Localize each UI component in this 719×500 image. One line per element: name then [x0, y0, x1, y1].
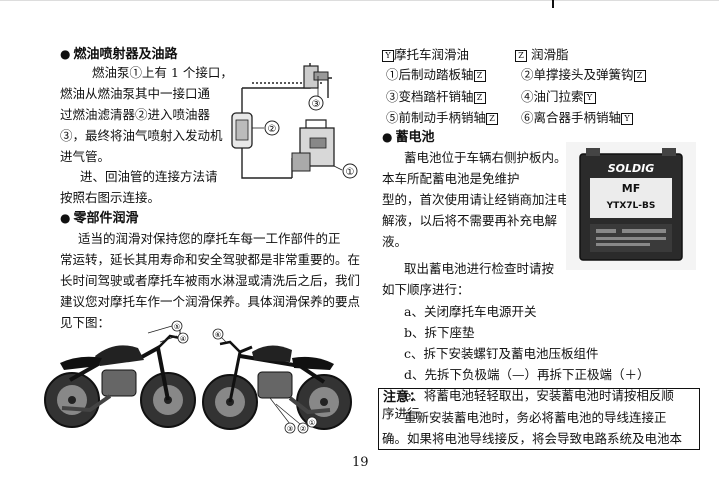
grease-mark-icon: Z — [473, 92, 486, 104]
grease-mark-icon: Z — [486, 113, 499, 125]
oil-mark-icon: Y — [621, 113, 634, 125]
step-e-cont: 序进行 — [382, 406, 420, 421]
battery-line-3: 型的，首次使用请让经销商加注电 — [382, 192, 570, 207]
oil-mark-icon: Y — [583, 92, 596, 104]
callout-3: ③ — [312, 99, 321, 110]
fuel-line-4: ③，最终将油气喷射入发动机 — [60, 128, 223, 143]
battery-icon: SOLDIG MF YTX7L-BS — [579, 148, 683, 261]
grease-mark-icon: Z — [633, 70, 646, 82]
bullet-icon: ● — [60, 47, 71, 61]
battery-line-2: 本车所配蓄电池是免维护 — [382, 171, 520, 186]
grease-mark-icon: Z — [514, 50, 527, 62]
note-title: 注意： — [383, 390, 423, 405]
battery-line-4: 解液，以后将不需要再补充电解 — [382, 213, 558, 228]
lube-line-3: 长时间驾驶或者摩托车被雨水淋湿或清洗后之后，我们 — [60, 273, 361, 288]
lube-line-1: 适当的润滑对保持您的摩托车每一工作部件的正 — [78, 231, 341, 246]
motorcycle-left-view: ⑤ ④ — [44, 320, 196, 428]
note-box — [378, 388, 700, 450]
page-top-edge — [0, 0, 719, 1]
lube-line-4: 建议您对摩托车作一个润滑保养。具体润滑保养的要点 — [60, 294, 361, 309]
corner-mark — [552, 0, 554, 8]
step-c: c、拆下安装螺钉及蓄电池压板组件 — [404, 346, 599, 361]
fuel-line-1: 燃油泵①上有 1 个接口， — [92, 65, 233, 80]
oil-mark-icon: Y — [382, 50, 394, 62]
battery-line-1: 蓄电池位于车辆右侧护板内。 — [404, 150, 567, 165]
moto-callout-2: ② — [300, 425, 306, 433]
fuel-pump-icon — [291, 119, 335, 172]
legend-oil: 摩托车润滑油 — [394, 47, 470, 62]
bullet-icon: ● — [60, 211, 71, 225]
battery-line-7: 如下顺序进行： — [382, 282, 470, 297]
step-e: e、将蓄电池轻轻取出，安装蓄电池时请按相反顺 — [404, 388, 674, 403]
moto-callout-4: ④ — [180, 335, 186, 343]
note-line-2: 确。如果将电池导线接反，将会导致电路系统及电池本 — [382, 431, 683, 446]
battery-heading: ●蓄电池 — [382, 130, 435, 145]
grease-mark-icon: Z — [473, 70, 486, 82]
moto-callout-3: ③ — [287, 425, 293, 433]
step-b: b、拆下座垫 — [404, 325, 475, 340]
lube-line-2: 常运转，延长其用寿命和安全驾驶都是非常重要的。在 — [60, 252, 361, 267]
fuel-line-3: 过燃油滤清器②进入喷油器 — [60, 107, 211, 122]
battery-model: YTX7L-BS — [606, 201, 656, 211]
moto-callout-5: ⑤ — [174, 323, 180, 331]
step-d: d、先拆下负极端（—）再拆下正极端（＋） — [404, 367, 650, 382]
step-a: a、关闭摩托车电源开关 — [404, 304, 537, 319]
fuel-filter-icon — [231, 112, 253, 149]
fuel-heading: ●燃油喷射器及油路 — [60, 47, 178, 62]
fuel-line-7: 按照右图示连接。 — [60, 190, 161, 205]
note-line-1: 重新安装蓄电池时，务必将蓄电池的导线连接正 — [404, 410, 667, 425]
moto-callout-6: ⑥ — [215, 331, 221, 339]
battery-type: MF — [622, 182, 640, 195]
fuel-system-diagram: ② ③ ① — [231, 63, 358, 179]
bullet-icon: ● — [382, 130, 393, 144]
fuel-line-6: 进、回油管的连接方法请 — [80, 169, 218, 184]
battery-photo: SOLDIG MF YTX7L-BS — [566, 142, 696, 270]
fuel-line-5: 进气管。 — [60, 149, 111, 164]
callout-1: ① — [346, 167, 355, 178]
page-number: 19 — [352, 455, 369, 470]
fuel-line-2: 燃油从燃油泵其中一接口通 — [60, 86, 211, 101]
moto-callout-1: ① — [309, 419, 315, 427]
callout-2: ② — [268, 124, 277, 135]
battery-brand: SOLDIG — [608, 162, 655, 175]
battery-line-5: 液。 — [382, 234, 408, 249]
battery-line-6: 取出蓄电池进行检查时请按 — [404, 261, 555, 276]
lube-heading: ●零部件润滑 — [60, 211, 139, 226]
fuel-injector-icon — [303, 65, 329, 89]
lube-line-5: 见下图： — [60, 315, 111, 330]
motorcycle-right-view: ⑥ ③ ② ① — [202, 328, 352, 434]
legend-grease: 润滑脂 — [530, 47, 569, 62]
